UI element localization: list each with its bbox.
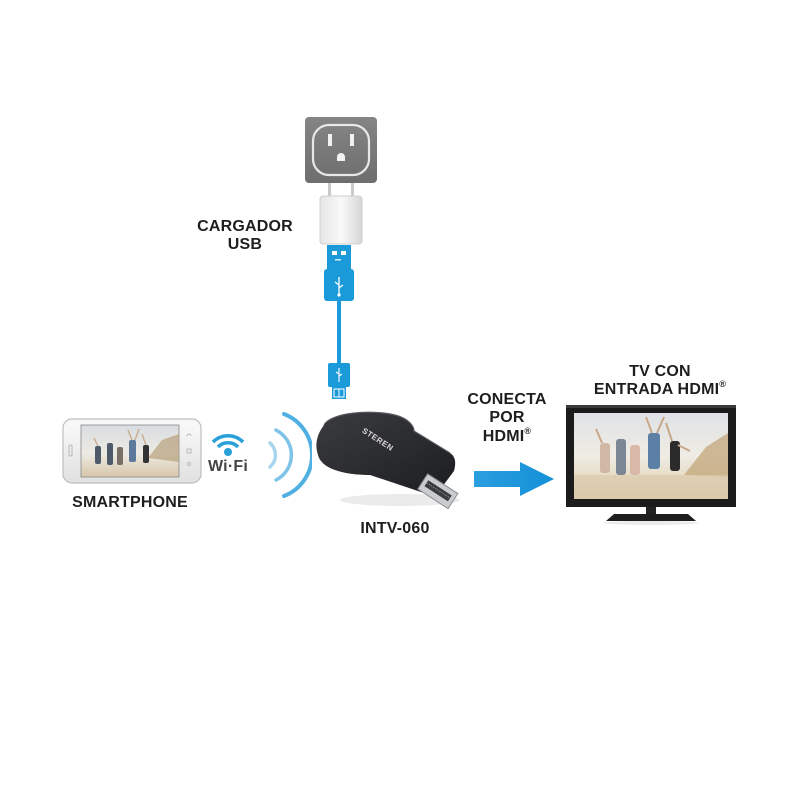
television <box>566 405 736 525</box>
connect-label-line2: POR <box>489 409 525 427</box>
charger-label-line2: USB <box>227 236 263 254</box>
tv-label: TV CON ENTRADA HDMI® <box>575 363 745 400</box>
wifi-icon <box>210 432 246 456</box>
charger-label: CARGADOR USB <box>190 218 300 255</box>
hdmi-dongle: STEREN <box>310 405 470 515</box>
tv-label-line1: TV CON <box>629 363 691 380</box>
tv-label-line2: ENTRADA HDMI® <box>593 379 727 399</box>
connect-label-line1: CONECTA <box>467 391 547 408</box>
wireless-signal-icon <box>262 410 312 500</box>
wall-outlet <box>305 117 377 183</box>
arrow-right-icon <box>474 462 554 496</box>
usb-symbol-icon <box>334 277 344 295</box>
connect-label-line3: HDMI® <box>482 425 532 445</box>
wifi-label: Wi·Fi <box>208 458 248 475</box>
smartphone <box>62 418 202 484</box>
device-label: INTV-060 <box>360 520 430 537</box>
smartphone-label: SMARTPHONE <box>72 494 188 511</box>
connect-label: CONECTA POR HDMI® <box>452 391 562 446</box>
usb-cable <box>322 245 362 400</box>
usb-charger <box>318 183 364 245</box>
charger-label-line1: CARGADOR <box>197 218 293 235</box>
